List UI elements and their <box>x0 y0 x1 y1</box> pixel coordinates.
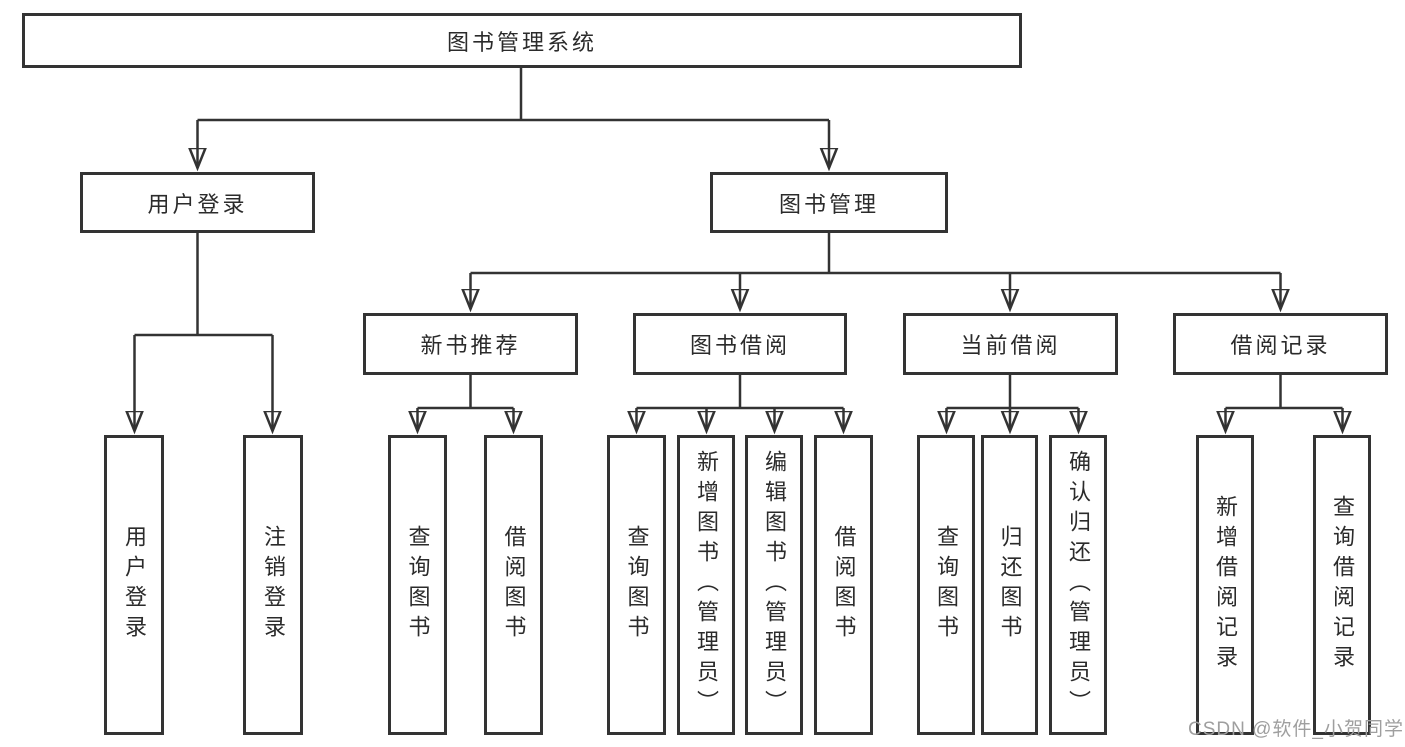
node-book-management: 图书管理 <box>710 172 948 233</box>
leaf-borrow-books-recommend: 借阅图书 <box>484 435 543 735</box>
node-book-borrowing: 图书借阅 <box>633 313 847 375</box>
node-library-system: 图书管理系统 <box>22 13 1022 68</box>
node-new-book-recommendation-label: 新书推荐 <box>420 333 521 358</box>
leaf-query-books-recommend: 查询图书 <box>388 435 447 735</box>
leaf-logout: 注销登录 <box>243 435 303 735</box>
leaf-query-books-current-label: 查询图书 <box>934 525 959 645</box>
csdn-watermark: CSDN @软件_小贺同学 <box>1188 719 1404 740</box>
leaf-add-books-admin: 新增图书（管理员） <box>677 435 735 735</box>
leaf-confirm-return-admin: 确认归还（管理员） <box>1049 435 1107 735</box>
leaf-return-books: 归还图书 <box>981 435 1038 735</box>
node-book-borrowing-label: 图书借阅 <box>689 333 790 358</box>
leaf-add-books-admin-label: 新增图书（管理员） <box>694 450 719 720</box>
leaf-return-books-label: 归还图书 <box>997 525 1023 645</box>
leaf-confirm-return-admin-label: 确认归还（管理员） <box>1066 450 1091 720</box>
leaf-borrow-books: 借阅图书 <box>814 435 873 735</box>
leaf-edit-books-admin: 编辑图书（管理员） <box>745 435 803 735</box>
node-library-system-label: 图书管理系统 <box>446 29 597 55</box>
leaf-add-borrow-record-label: 新增借阅记录 <box>1213 495 1238 675</box>
leaf-query-books-recommend-label: 查询图书 <box>405 525 431 645</box>
node-user-login: 用户登录 <box>80 172 315 233</box>
leaf-logout-label: 注销登录 <box>261 525 286 645</box>
leaf-borrow-books-label: 借阅图书 <box>831 525 857 645</box>
node-user-login-label: 用户登录 <box>147 191 248 217</box>
node-current-borrowing-label: 当前借阅 <box>960 333 1061 358</box>
node-new-book-recommendation: 新书推荐 <box>363 313 578 375</box>
node-borrowing-records-label: 借阅记录 <box>1230 333 1331 358</box>
leaf-user-login: 用户登录 <box>104 435 164 735</box>
leaf-edit-books-admin-label: 编辑图书（管理员） <box>762 450 787 720</box>
node-borrowing-records: 借阅记录 <box>1173 313 1388 375</box>
leaf-query-borrow-record: 查询借阅记录 <box>1313 435 1371 735</box>
node-book-management-label: 图书管理 <box>778 191 879 217</box>
leaf-user-login-label: 用户登录 <box>122 525 147 645</box>
leaf-query-books-borrowing: 查询图书 <box>607 435 666 735</box>
leaf-add-borrow-record: 新增借阅记录 <box>1196 435 1254 735</box>
node-current-borrowing: 当前借阅 <box>903 313 1118 375</box>
leaf-query-borrow-record-label: 查询借阅记录 <box>1330 495 1355 675</box>
leaf-query-books-current: 查询图书 <box>917 435 975 735</box>
leaf-query-books-borrowing-label: 查询图书 <box>624 525 650 645</box>
leaf-borrow-books-recommend-label: 借阅图书 <box>501 525 527 645</box>
